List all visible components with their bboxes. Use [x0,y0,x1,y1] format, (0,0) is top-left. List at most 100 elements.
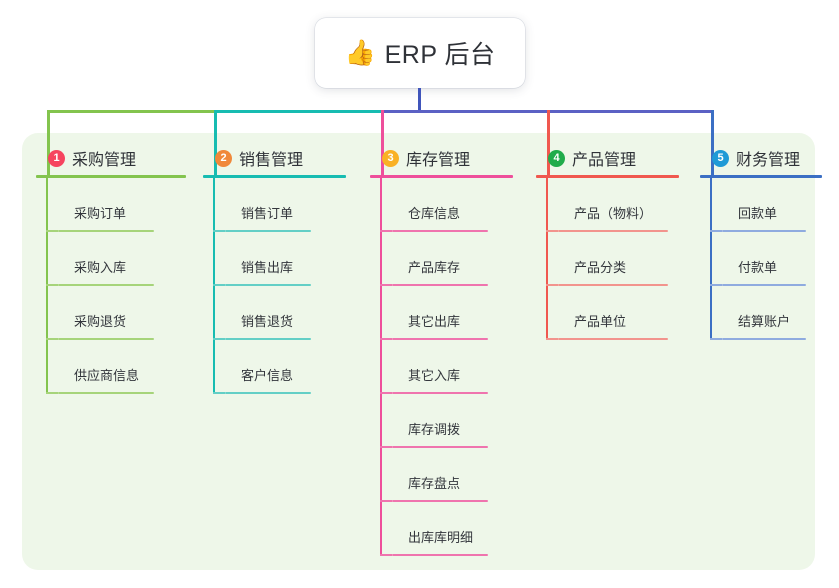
root-node-erp-backend[interactable]: 👍 ERP 后台 [315,18,525,88]
branch-title: 销售管理 [239,152,304,169]
leaf-item-label: 销售出库 [241,260,294,275]
leaf-item[interactable]: 出库库明细 [380,502,488,556]
leaf-item[interactable]: 采购退货 [46,286,154,340]
leaf-item-label: 销售退货 [241,314,294,329]
branch-column-2: 2 销售管理销售订单销售出库销售退货客户信息 [203,146,346,394]
leaf-item[interactable]: 库存盘点 [380,448,488,502]
leaf-item-label: 其它出库 [408,314,461,329]
leaf-item[interactable]: 产品（物料） [546,178,668,232]
branch-title: 采购管理 [72,152,137,169]
leaf-item[interactable]: 仓库信息 [380,178,488,232]
leaf-item[interactable]: 销售出库 [213,232,311,286]
leaf-item[interactable]: 销售订单 [213,178,311,232]
branch-header-underline [536,175,679,178]
leaf-connector-line [213,338,225,340]
leaf-item-underline [58,338,154,340]
leaf-item-label: 客户信息 [241,368,294,383]
branch-header-underline [700,175,822,178]
leaf-connector-line [380,284,392,286]
leaf-connector-line [46,284,58,286]
branches-background-panel [22,133,815,570]
leaf-item-label: 销售订单 [241,206,294,221]
leaf-item-underline [58,284,154,286]
branch-header-1[interactable]: 1 采购管理 [36,146,186,170]
leaf-item[interactable]: 其它入库 [380,340,488,394]
branch-spine-line [213,178,215,394]
leaf-item-label: 供应商信息 [74,368,140,383]
leaf-item-label: 结算账户 [738,314,791,329]
leaf-item[interactable]: 结算账户 [710,286,806,340]
leaf-item[interactable]: 产品分类 [546,232,668,286]
leaf-item-underline [225,284,311,286]
leaf-item[interactable]: 采购订单 [46,178,154,232]
leaf-connector-line [46,230,58,232]
leaf-item[interactable]: 库存调拨 [380,394,488,448]
leaf-item-label: 其它入库 [408,368,461,383]
leaf-item[interactable]: 付款单 [710,232,806,286]
branch-number-badge: 1 [48,149,65,167]
leaf-item-underline [225,392,311,394]
leaf-item[interactable]: 回款单 [710,178,806,232]
branch-header-4[interactable]: 4 产品管理 [536,146,679,170]
leaf-item[interactable]: 采购入库 [46,232,154,286]
leaf-item[interactable]: 其它出库 [380,286,488,340]
leaf-item[interactable]: 销售退货 [213,286,311,340]
leaf-item-underline [392,284,488,286]
branch-spine-line [380,178,382,556]
leaf-item-label: 付款单 [738,260,778,275]
branch-title: 财务管理 [736,152,801,169]
branch-title: 产品管理 [572,152,637,169]
branch-drop-line-1 [47,110,50,176]
leaf-connector-line [46,338,58,340]
branch-leaf-list: 采购订单采购入库采购退货供应商信息 [36,178,186,394]
leaf-item-underline [558,284,668,286]
leaf-connector-line [546,338,558,340]
leaf-item-underline [722,230,806,232]
leaf-item[interactable]: 供应商信息 [46,340,154,394]
leaf-item-underline [558,230,668,232]
leaf-item-underline [392,446,488,448]
branch-leaf-list: 产品（物料） 产品分类产品单位 [536,178,679,340]
leaf-connector-line [710,230,722,232]
leaf-connector-line [546,284,558,286]
branch-number-badge: 4 [548,149,565,167]
branch-drop-line-5 [711,110,714,176]
leaf-item-underline [225,230,311,232]
leaf-item-label: 产品（物料） [574,206,653,221]
leaf-item-label: 出库库明细 [408,530,474,545]
leaf-item-label: 产品库存 [408,260,461,275]
branch-leaf-list: 回款单付款单结算账户 [700,178,822,340]
leaf-connector-line [213,392,225,394]
branch-spine-line [546,178,548,340]
leaf-connector-line [213,284,225,286]
leaf-connector-line [213,230,225,232]
leaf-item-underline [392,392,488,394]
branch-header-2[interactable]: 2 销售管理 [203,146,346,170]
branch-drop-line-3 [381,110,384,176]
leaf-connector-line [380,446,392,448]
leaf-item-label: 采购入库 [74,260,127,275]
branch-leaf-list: 仓库信息产品库存其它出库其它入库库存调拨库存盘点出库库明细 [370,178,513,556]
leaf-connector-line [710,338,722,340]
leaf-connector-line [710,284,722,286]
leaf-item[interactable]: 产品库存 [380,232,488,286]
thumbs-up-icon: 👍 [344,38,376,67]
branch-header-underline [370,175,513,178]
branch-column-4: 4 产品管理产品（物料） 产品分类产品单位 [536,146,679,340]
leaf-item[interactable]: 客户信息 [213,340,311,394]
leaf-item-label: 仓库信息 [408,206,461,221]
leaf-item-label: 库存调拨 [408,422,461,437]
branch-drop-line-2 [214,110,217,176]
branch-number-badge: 2 [215,149,232,167]
branch-leaf-list: 销售订单销售出库销售退货客户信息 [203,178,346,394]
branch-number-badge: 3 [382,149,399,167]
branch-spine-line [710,178,712,340]
leaf-item-underline [558,338,668,340]
leaf-item[interactable]: 产品单位 [546,286,668,340]
branch-header-underline [36,175,186,178]
leaf-item-underline [225,338,311,340]
